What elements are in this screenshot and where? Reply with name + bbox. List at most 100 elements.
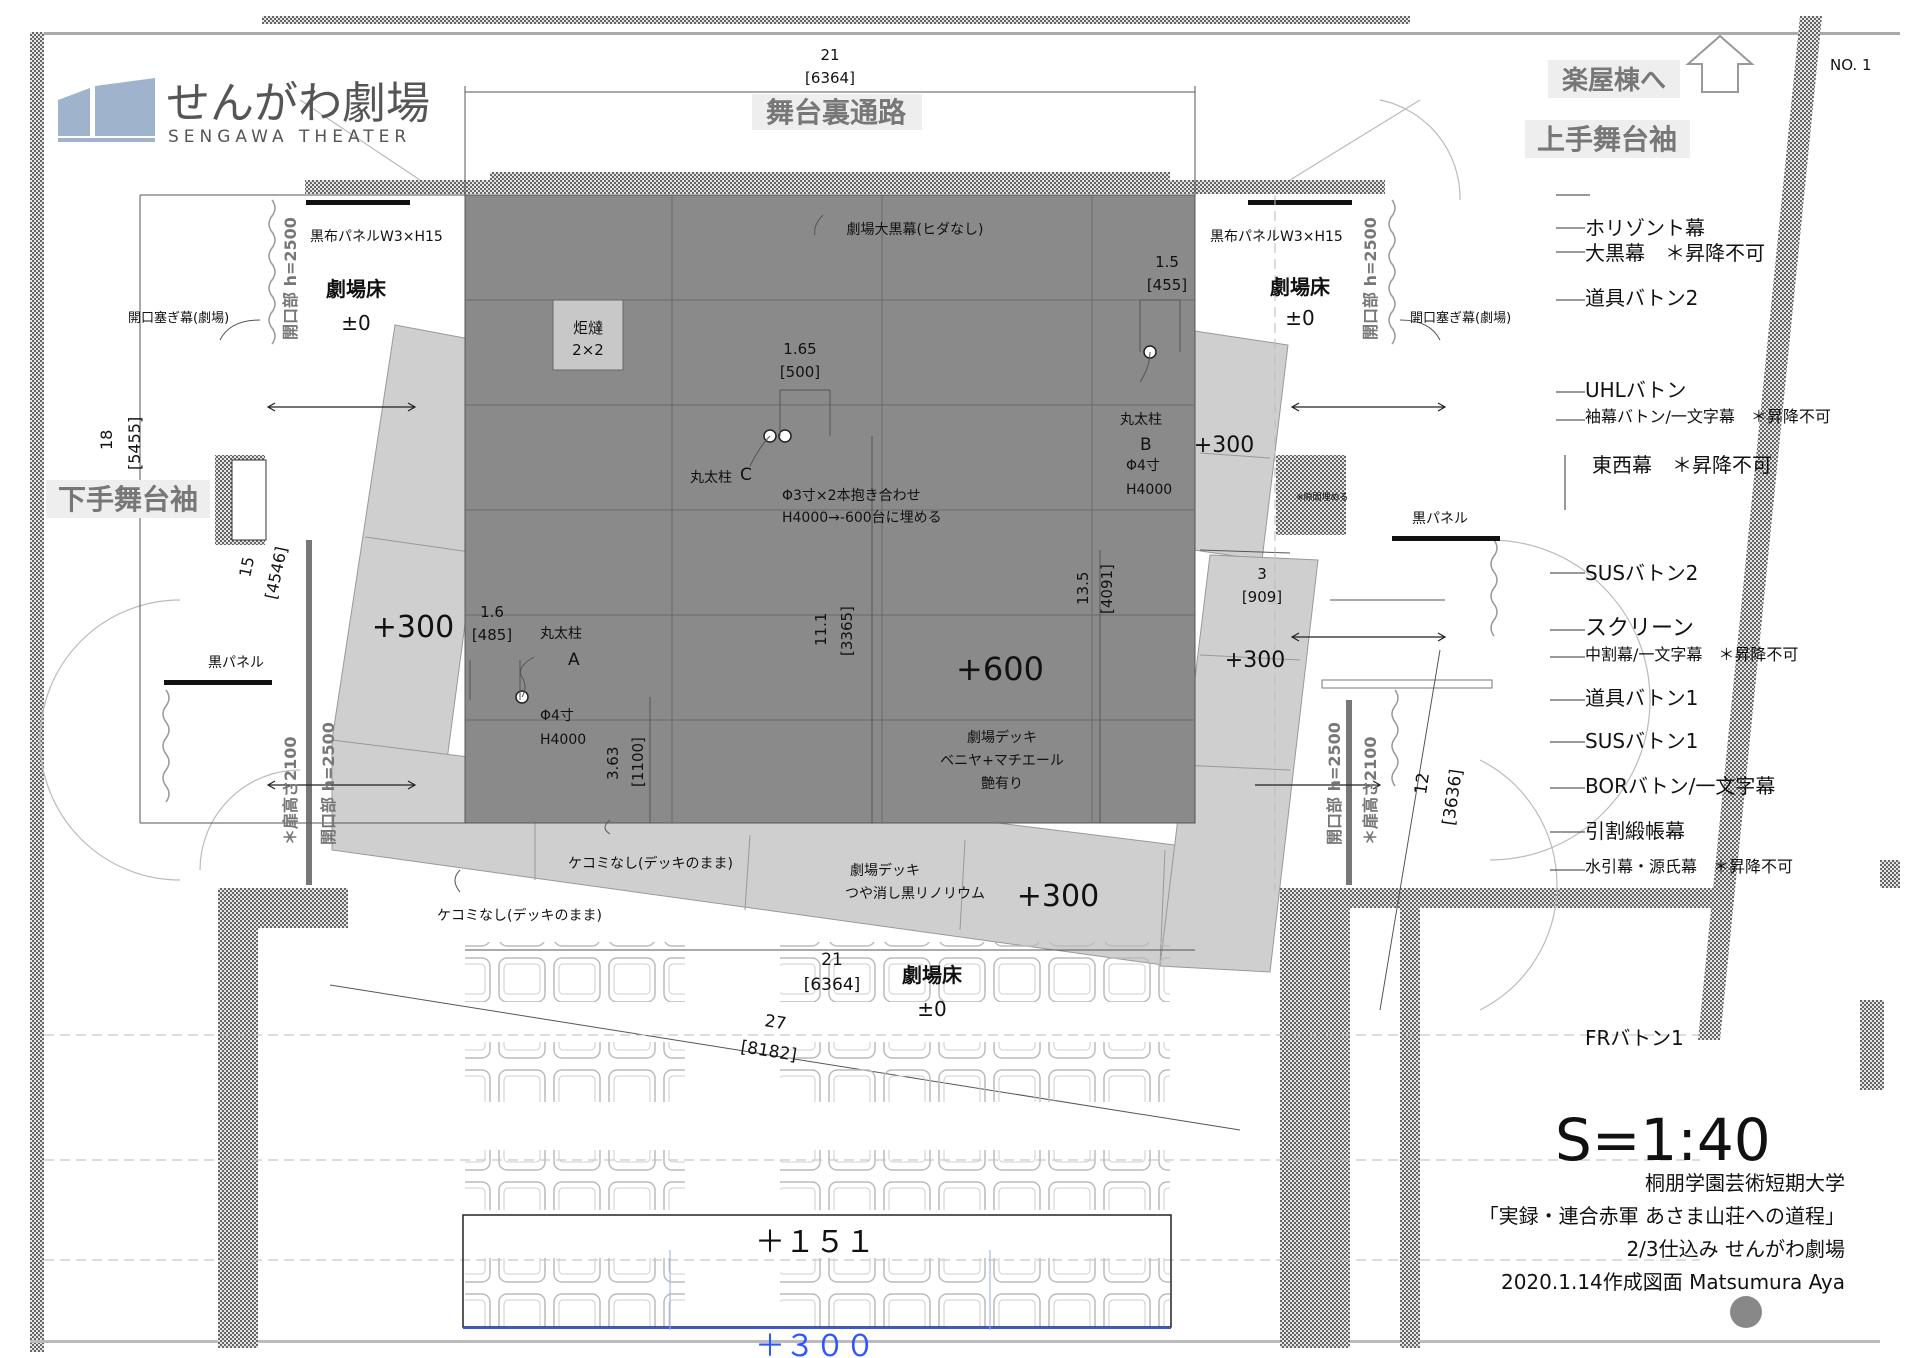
pillar-a-height: H4000 <box>540 732 586 748</box>
door-swings <box>39 99 1651 1011</box>
left-outer-wall <box>30 32 44 1352</box>
batten-item: 袖幕バトン/一文字幕 ＊昇降不可 <box>1585 407 1831 426</box>
pillar-b-letter: B <box>1140 435 1152 455</box>
lower-right-wall-top <box>1310 888 1730 908</box>
dim-left-depth: 18 <box>97 430 116 450</box>
batten-item: ホリゾント幕 <box>1585 216 1705 240</box>
lower-left-wall-top <box>218 888 348 928</box>
logo-mark-right <box>95 78 155 136</box>
no-riser-note-a: ケコミなし(デッキのまま) <box>568 855 733 872</box>
guide-lines <box>44 195 1700 1261</box>
corner-mark-3 <box>1880 860 1900 888</box>
frame-bottom <box>30 1340 1880 1343</box>
audience-seating <box>465 942 1170 1328</box>
floor-left-label: 劇場床 <box>326 277 387 301</box>
dim-left-side-mm: [4546] <box>261 545 291 601</box>
pillar-c-note-2: H4000→-600台に埋める <box>782 510 942 526</box>
gap-fill-note: ※隙間埋める <box>1296 491 1349 503</box>
stage-deck-finish: 艶有り <box>981 776 1023 792</box>
batten-item: SUSバトン1 <box>1585 729 1698 753</box>
floor-bottom-label: 劇場床 <box>902 963 963 987</box>
riser-151-label: ＋１５１ <box>755 1225 875 1260</box>
batten-item: UHLバトン <box>1585 378 1686 402</box>
right-pillar-block <box>1276 455 1346 535</box>
dim-13-5: 13.5 <box>1074 572 1092 605</box>
logo-subtitle: SENGAWA THEATER <box>168 127 411 147</box>
riser-300-label: ＋３００ <box>755 1329 875 1358</box>
batten-item: 道具バトン1 <box>1585 686 1698 710</box>
stage-curtain-label: 劇場大黒幕(ヒダなし) <box>847 222 984 238</box>
dim-27: 27 <box>763 1011 788 1034</box>
corner-mark-1 <box>1860 1000 1884 1060</box>
logo-title: せんがわ劇場 <box>166 78 430 129</box>
batten-item: スクリーン <box>1585 616 1694 641</box>
top-wall <box>262 16 1410 24</box>
dim-27-mm: [8182] <box>739 1037 798 1066</box>
pillar-a-letter: A <box>568 650 580 670</box>
pillar-b-height: H4000 <box>1126 482 1172 498</box>
platform-right-upper-height: +300 <box>1194 433 1254 458</box>
left-pillar-inner <box>231 459 267 541</box>
door-height-right: ＊扉高さ2100 <box>1361 736 1380 845</box>
dim-left-side: 15 <box>235 555 258 579</box>
batten-item: BORバトン/一文字幕 <box>1585 774 1775 798</box>
logo-mark-left <box>58 88 90 136</box>
dim-top-width-mm: [6364] <box>805 69 855 87</box>
no-riser-note-b: ケコミなし(デッキのまま) <box>437 907 602 924</box>
stage-right-wing-label: 上手舞台袖 <box>1537 123 1677 156</box>
dim-1-6-mm: [485] <box>472 626 512 644</box>
title-date-venue: 2/3仕込み せんがわ劇場 <box>1626 1237 1845 1261</box>
pillar-a-diameter: Φ4寸 <box>540 708 574 724</box>
stage-deck-material: ベニヤ+マチエール <box>940 753 1064 769</box>
corner-dot <box>1730 1296 1762 1328</box>
pillar-b-name: 丸太柱 <box>1120 412 1162 428</box>
corner-mark-2 <box>1860 1060 1884 1090</box>
batten-item: FRバトン1 <box>1585 1026 1684 1050</box>
dim-3: 3 <box>1257 565 1267 583</box>
batten-lines <box>1550 194 1590 871</box>
dim-3-63: 3.63 <box>604 747 622 780</box>
title-production: 「実録・連合赤軍 あさま山荘への道程」 <box>1479 1204 1845 1228</box>
logo-mark-base <box>58 138 155 142</box>
door-height-left: ＊扉高さ2100 <box>281 736 300 845</box>
dim-top-width: 21 <box>820 46 839 64</box>
platform-front-finish: つや消し黒リノリウム <box>845 886 985 902</box>
batten-item: 道具バトン2 <box>1585 286 1698 310</box>
dim-3-63-mm: [1100] <box>629 737 647 787</box>
back-passage-label: 舞台裏通路 <box>766 96 907 129</box>
opening-curtain-right: 開口塞ぎ幕(劇場) <box>1410 310 1511 326</box>
pillar-a-name: 丸太柱 <box>540 626 582 642</box>
back-passage-bg <box>752 94 922 130</box>
batten-item: 水引幕・源氏幕 ＊昇降不可 <box>1585 857 1793 876</box>
opening-h2500-right-bottom: 開口部 h=2500 <box>1325 722 1344 845</box>
dim-13-5-mm: [4091] <box>1098 564 1116 614</box>
batten-item: 大黒幕 ＊昇降不可 <box>1585 241 1765 265</box>
black-cloth-panel-right: 黒布パネルW3×H15 <box>1210 229 1343 245</box>
stage-left-wing-label: 下手舞台袖 <box>58 483 198 516</box>
batten-item: 中割幕/一文字幕 ＊昇降不可 <box>1585 645 1798 664</box>
kotatsu-size: 2×2 <box>572 341 604 359</box>
pillar-c-note-1: Φ3寸×2本抱き合わせ <box>782 488 921 504</box>
dim-1-5-mm: [455] <box>1147 276 1187 294</box>
main-stage <box>464 194 1196 824</box>
right-wall-inner <box>1400 908 1420 1348</box>
right-wing-bg <box>1525 120 1690 158</box>
drawing-scale: S=1:40 <box>1555 1106 1771 1174</box>
lower-right-wall-hatch <box>1280 888 1310 1348</box>
platform-left-height: +300 <box>372 610 454 645</box>
floor-right-label: 劇場床 <box>1270 275 1331 299</box>
frame-top <box>30 32 1900 35</box>
side-curtains <box>162 199 1498 803</box>
batten-item: 引割緞帳幕 <box>1585 819 1685 843</box>
stage-deck-label: 劇場デッキ <box>967 729 1037 746</box>
sheet-number: NO. 1 <box>1830 56 1872 74</box>
sengawa-logo <box>58 78 155 142</box>
platform-front-deck: 劇場デッキ <box>850 862 920 879</box>
right-slanted-wall <box>1698 16 1822 1040</box>
black-panel-right: 黒パネル <box>1412 511 1468 527</box>
dim-bottom-width: 21 <box>821 950 843 970</box>
black-panel-left: 黒パネル <box>208 655 264 671</box>
opening-h2500-left-bottom: 開口部 h=2500 <box>319 722 338 845</box>
